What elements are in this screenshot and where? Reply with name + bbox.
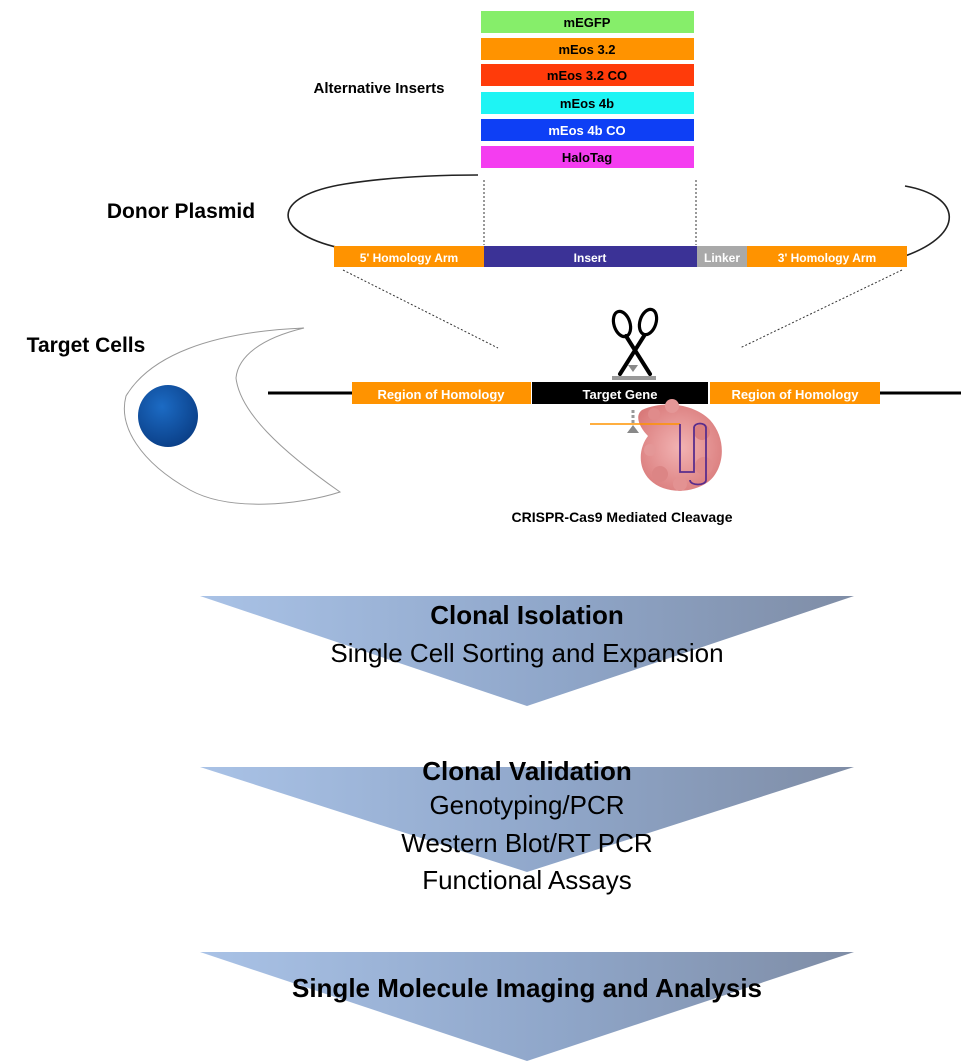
isolation-subtitle: Single Cell Sorting and Expansion [330,638,723,668]
step-arrow-imaging [200,952,854,1061]
plasmid-insert-label: Insert [574,251,607,265]
validation-line-1: Genotyping/PCR [429,790,624,820]
insert-label-meos32co: mEos 3.2 CO [547,68,627,83]
insert-bar-meos32co [481,64,694,86]
target-cells-label: Target Cells [27,334,146,357]
step-arrow-validation [200,767,854,872]
insert-label-meos32: mEos 3.2 [558,42,615,57]
insert-bar-meos4bco [481,119,694,141]
insert-bar-megfp [481,11,694,33]
plasmid-backbone-right [904,185,950,257]
insert-bar-meos32 [481,38,694,60]
plasmid-backbone [287,174,479,249]
isolation-title: Clonal Isolation [430,600,624,630]
plasmid-linker [697,246,747,267]
cell-nucleus [138,385,198,447]
donor-plasmid-label: Donor Plasmid [107,200,255,223]
genome-left-homology [352,382,531,404]
insert-label-halotag: HaloTag [562,150,612,165]
recombination-guide-right [739,269,903,349]
insert-bar-meos4b [481,92,694,114]
alternative-inserts-label: Alternative Inserts [314,80,445,97]
genome-right-homology-label: Region of Homology [731,387,859,402]
cell-outline [123,327,342,505]
insert-label-megfp: mEGFP [564,15,611,30]
insert-list: mEGFP mEos 3.2 mEos 3.2 CO mEos 4b mEos … [481,11,694,168]
target-gene-label: Target Gene [583,387,658,402]
plasmid-3-arm [747,246,907,267]
validation-title: Clonal Validation [422,756,631,786]
plasmid-insert [484,246,697,267]
validation-line-2: Western Blot/RT PCR [401,828,652,858]
plasmid-linker-label: Linker [704,251,740,265]
plasmid-5-arm-label: 5' Homology Arm [360,251,458,265]
insert-label-meos4bco: mEos 4b CO [548,123,625,138]
cut-marker-bottom [627,425,639,433]
insert-label-meos4b: mEos 4b [560,96,614,111]
guide-rna-scaffold [679,422,707,486]
scissors-icon [611,307,659,376]
target-gene [532,382,708,404]
step-arrow-isolation [200,596,854,706]
imaging-title: Single Molecule Imaging and Analysis [292,973,762,1003]
validation-line-3: Functional Assays [422,865,632,895]
cut-marker-top [628,365,638,372]
cut-site-top [612,376,656,380]
plasmid-3-arm-label: 3' Homology Arm [778,251,876,265]
genome-left-homology-label: Region of Homology [377,387,505,402]
insert-bar-halotag [481,146,694,168]
plasmid-5-arm [334,246,484,267]
crispr-caption: CRISPR-Cas9 Mediated Cleavage [512,509,733,525]
recombination-guide-left [342,269,499,349]
genome-right-homology [710,382,880,404]
